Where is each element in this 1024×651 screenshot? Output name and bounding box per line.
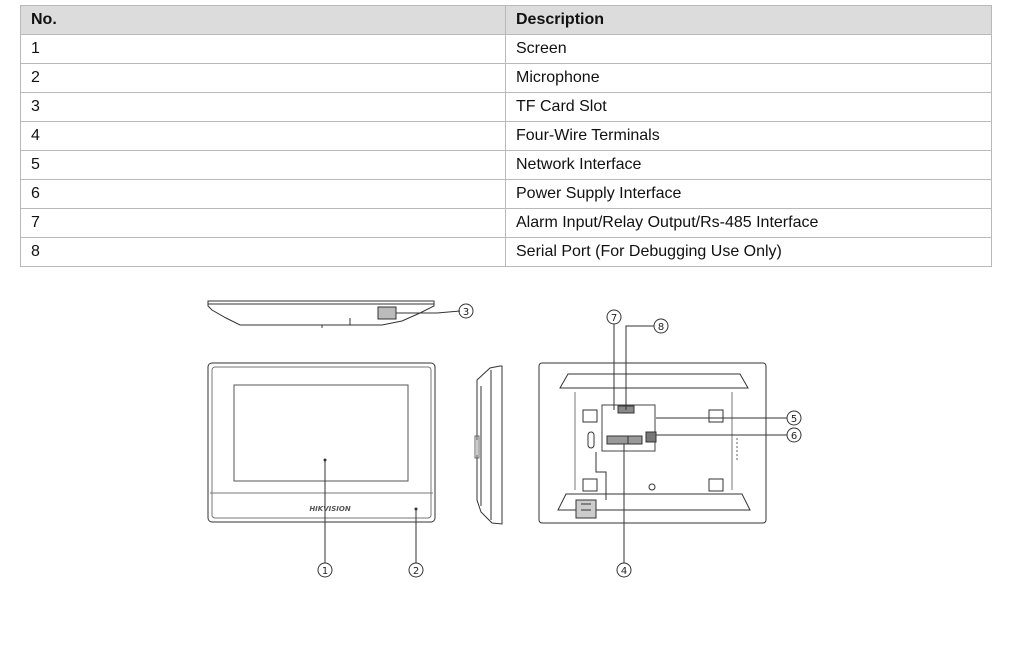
- svg-text:8: 8: [658, 322, 664, 333]
- callout-3: 3: [458, 303, 474, 319]
- row-description: Four-Wire Terminals: [505, 121, 992, 151]
- row-number: 5: [20, 150, 506, 180]
- top-view: [207, 300, 435, 328]
- header-no: No.: [20, 5, 506, 35]
- brand-logo: HIKVISION: [309, 505, 351, 513]
- row-description: Microphone: [505, 63, 992, 93]
- table-row: 8 Serial Port (For Debugging Use Only): [20, 237, 992, 267]
- svg-text:2: 2: [413, 566, 419, 577]
- callout-8: 8: [653, 318, 669, 334]
- svg-text:4: 4: [621, 566, 627, 577]
- table-row: 5 Network Interface: [20, 150, 992, 180]
- svg-text:3: 3: [463, 307, 469, 318]
- component-table: No. Description 1 Screen 2 Microphone 3 …: [20, 5, 992, 267]
- row-description: Serial Port (For Debugging Use Only): [505, 237, 992, 267]
- table-row: 1 Screen: [20, 34, 992, 64]
- callout-5: 5: [786, 410, 802, 426]
- table-header-row: No. Description: [20, 5, 992, 35]
- callout-6: 6: [786, 427, 802, 443]
- row-description: Network Interface: [505, 150, 992, 180]
- callout-2: 2: [408, 562, 424, 578]
- callout-markers: 1 2 3 4 5 6 7 8: [317, 303, 802, 578]
- row-number: 8: [20, 237, 506, 267]
- front-view: [207, 362, 436, 523]
- leader-lines: [324, 310, 787, 563]
- row-description: Screen: [505, 34, 992, 64]
- callout-1: 1: [317, 562, 333, 578]
- svg-text:5: 5: [791, 414, 797, 425]
- table-row: 2 Microphone: [20, 63, 992, 93]
- side-view: [474, 365, 503, 525]
- callout-7: 7: [606, 309, 622, 325]
- svg-text:6: 6: [791, 431, 797, 442]
- table-row: 4 Four-Wire Terminals: [20, 121, 992, 151]
- row-number: 1: [20, 34, 506, 64]
- rear-view: [538, 362, 767, 524]
- row-number: 4: [20, 121, 506, 151]
- svg-text:1: 1: [322, 566, 328, 577]
- callout-4: 4: [616, 562, 632, 578]
- svg-text:7: 7: [611, 313, 617, 324]
